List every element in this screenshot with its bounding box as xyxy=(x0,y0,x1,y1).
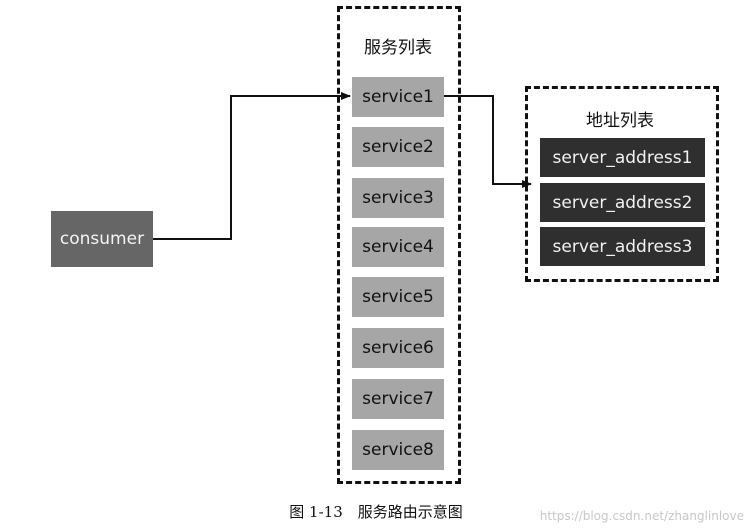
service-list-frame xyxy=(337,6,461,484)
service-box-8: service8 xyxy=(352,430,444,470)
service-box-5: service5 xyxy=(352,277,444,317)
service-box-7: service7 xyxy=(352,379,444,419)
consumer-box: consumer xyxy=(51,211,153,267)
service1-to-address-list-arrow xyxy=(444,95,532,188)
service-box-3: service3 xyxy=(352,178,444,218)
watermark-text: https://blog.csdn.net/zhanglinlove xyxy=(539,509,744,523)
service-box-2: service2 xyxy=(352,127,444,167)
service-box-1: service1 xyxy=(352,77,444,117)
consumer-to-service1-arrow xyxy=(153,92,351,240)
address-box-3: server_address3 xyxy=(540,227,705,266)
figure-caption: 图 1-13 服务路由示意图 xyxy=(289,503,463,521)
service-box-4: service4 xyxy=(352,227,444,267)
address-list-title: 地址列表 xyxy=(586,111,654,131)
service-box-6: service6 xyxy=(352,328,444,368)
address-box-2: server_address2 xyxy=(540,183,705,222)
address-box-1: server_address1 xyxy=(540,138,705,177)
service-list-title: 服务列表 xyxy=(364,38,432,58)
